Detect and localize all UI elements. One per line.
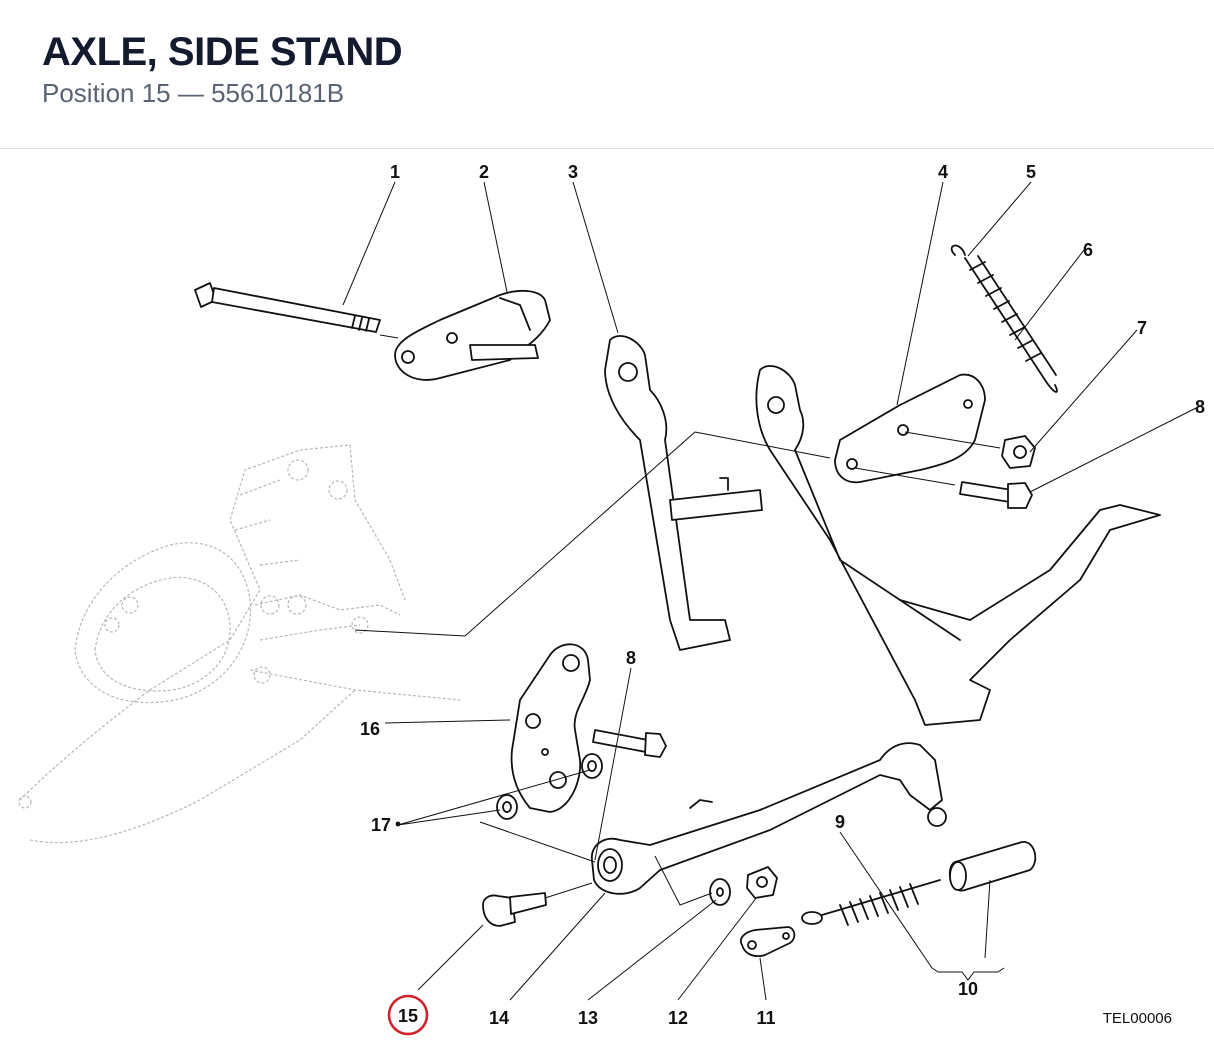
callout-5: 5 [1026,162,1036,182]
part-4-plate [834,373,986,484]
part-16-bracket [510,643,591,813]
part-9-spring [801,879,941,926]
callout-8-upper: 8 [1195,397,1205,417]
callout-2: 2 [479,162,489,182]
callout-11: 11 [756,1008,775,1028]
part-17-washers [496,753,603,820]
callout-3: 3 [568,162,578,182]
part-7-nut [1001,435,1036,469]
part-3-center-stand [604,335,1161,726]
callout-labels: 1 2 3 4 5 6 7 8 8 16 17 9 10 11 12 13 14… [360,162,1205,1036]
callout-6: 6 [1083,240,1093,260]
callout-7: 7 [1137,318,1147,338]
callout-10: 10 [958,979,978,999]
part-14-side-stand [591,742,947,895]
highlight-ring [387,994,429,1036]
part-11-clip [740,926,796,958]
part-15-axle [482,892,547,927]
part-1-bolt [194,282,381,333]
page-subtitle: Position 15 — 55610181B [42,78,345,108]
part-2-bracket [394,289,551,381]
callout-9: 9 [835,812,845,832]
callout-14: 14 [489,1008,509,1028]
part-13-washer [709,878,731,906]
engine-outline [18,444,461,844]
header: AXLE, SIDE STAND Position 15 — 55610181B [0,0,1214,149]
callout-15-highlighted: 15 [398,1006,418,1026]
part-10-sleeve [948,841,1037,892]
callout-17-dot [395,821,401,827]
leader-lines [342,181,1197,1001]
callout-16: 16 [360,719,380,739]
callout-4: 4 [938,162,948,182]
callout-8-lower: 8 [626,648,636,668]
page-title: AXLE, SIDE STAND [42,30,403,74]
exploded-parts-diagram: 1 2 3 4 5 6 7 8 8 16 17 9 10 11 12 13 14… [18,162,1205,1036]
part-8-bolt-upper [959,481,1033,509]
part-12-nut [746,866,778,899]
callout-12: 12 [668,1008,688,1028]
part-8-bolt-lower [592,729,667,758]
reference-code: TEL00006 [1103,1010,1172,1027]
callout-1: 1 [390,162,400,182]
callout-13: 13 [578,1008,598,1028]
callout-17: 17 [371,815,391,835]
part-5-spring [950,244,1058,393]
